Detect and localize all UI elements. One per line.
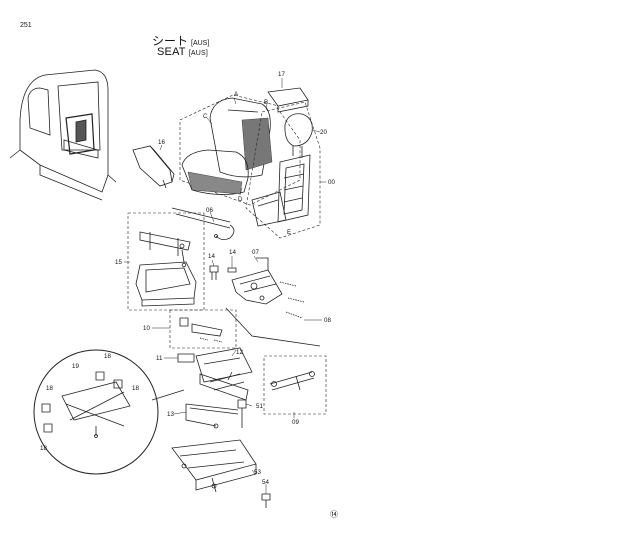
callout-10: 10 (143, 325, 150, 332)
callout-20: 20 (320, 129, 327, 136)
title-english-text: SEAT (157, 46, 186, 58)
callout-17: 17 (278, 71, 285, 78)
title-japanese: シート[AUS] (152, 32, 209, 49)
bushings-18 (41, 371, 123, 433)
cable-06 (171, 207, 235, 240)
callout-06: 06 (206, 207, 213, 214)
callout-14-left: 14 (208, 253, 215, 260)
callout-a: A (234, 91, 239, 98)
callout-14-right: 14 (229, 249, 236, 256)
callout-e: E (287, 229, 291, 236)
callout-07: 07 (252, 249, 259, 256)
bolt-14-right (227, 267, 237, 273)
title-japanese-text: シート (152, 34, 189, 48)
callout-18-bottom: 18 (40, 445, 47, 452)
bolt-14-left (209, 265, 219, 280)
callout-18-top: 18 (104, 353, 111, 360)
corner-mark: ⑭ (330, 510, 338, 519)
callout-16: 16 (158, 139, 165, 146)
region-tag: [AUS] (191, 40, 210, 47)
callout-51: 51 (256, 403, 263, 410)
title-english: SEAT[AUS] (157, 46, 208, 58)
callout-00: 00 (328, 179, 335, 186)
linkage-09 (269, 371, 315, 391)
callout-18-left: 18 (46, 385, 53, 392)
slide-rail-15 (139, 231, 191, 268)
bolt-51 (237, 399, 247, 428)
callout-08: 08 (324, 317, 331, 324)
seat-frame-00 (251, 154, 311, 227)
callout-b: B (264, 99, 268, 106)
headrest-20 (284, 113, 313, 158)
suspension-12 (195, 347, 253, 401)
callout-11: 11 (156, 355, 163, 362)
page-number: 251 (20, 22, 32, 29)
callout-d: D (238, 196, 243, 203)
callout-54: 54 (262, 479, 269, 486)
springs-08 (225, 281, 321, 347)
callout-12: 12 (236, 349, 243, 356)
bracket-10 (179, 317, 223, 343)
callout-13: 13 (167, 411, 174, 418)
callout-18-right: 18 (132, 385, 139, 392)
seat-cushion (181, 149, 249, 195)
callout-53: 53 (254, 469, 261, 476)
armrest-17 (267, 87, 309, 113)
gas-strut-13 (185, 403, 239, 429)
leader-lines (124, 78, 326, 494)
region-tag: [AUS] (188, 50, 209, 57)
seat-base-frame (135, 261, 197, 307)
lever-assembly-07 (231, 257, 283, 305)
base-bracket-53 (171, 439, 257, 493)
callout-15: 15 (115, 259, 122, 266)
armrest-16 (132, 145, 175, 189)
scissor-linkage-19 (61, 381, 131, 438)
callout-19: 19 (72, 363, 79, 370)
bolt-54 (261, 493, 271, 508)
clip-11 (177, 353, 195, 363)
callout-c: C (203, 113, 208, 120)
seat-back (209, 97, 273, 178)
detail-leader (151, 389, 185, 401)
cab-illustration (9, 69, 117, 201)
callout-09: 09 (292, 419, 299, 426)
